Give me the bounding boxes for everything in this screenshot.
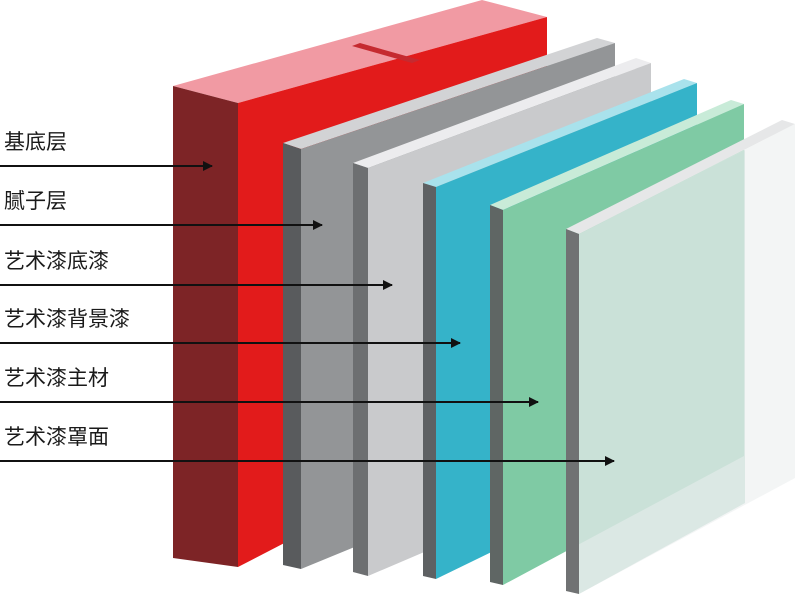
- substrate-top-notch: [352, 43, 420, 63]
- label-putty: 腻子层: [4, 189, 67, 213]
- label-primer: 艺术漆底漆: [4, 249, 109, 273]
- label-substrate: 基底层: [4, 130, 67, 154]
- label-topcoat: 艺术漆罩面: [4, 425, 109, 449]
- label-main-material: 艺术漆主材: [4, 366, 109, 390]
- substrate-top-face: [173, 0, 547, 103]
- arrows: [0, 161, 615, 466]
- topcoat-layer: [566, 120, 795, 594]
- substrate-side-face: [173, 86, 238, 567]
- label-background-paint: 艺术漆背景漆: [4, 307, 130, 331]
